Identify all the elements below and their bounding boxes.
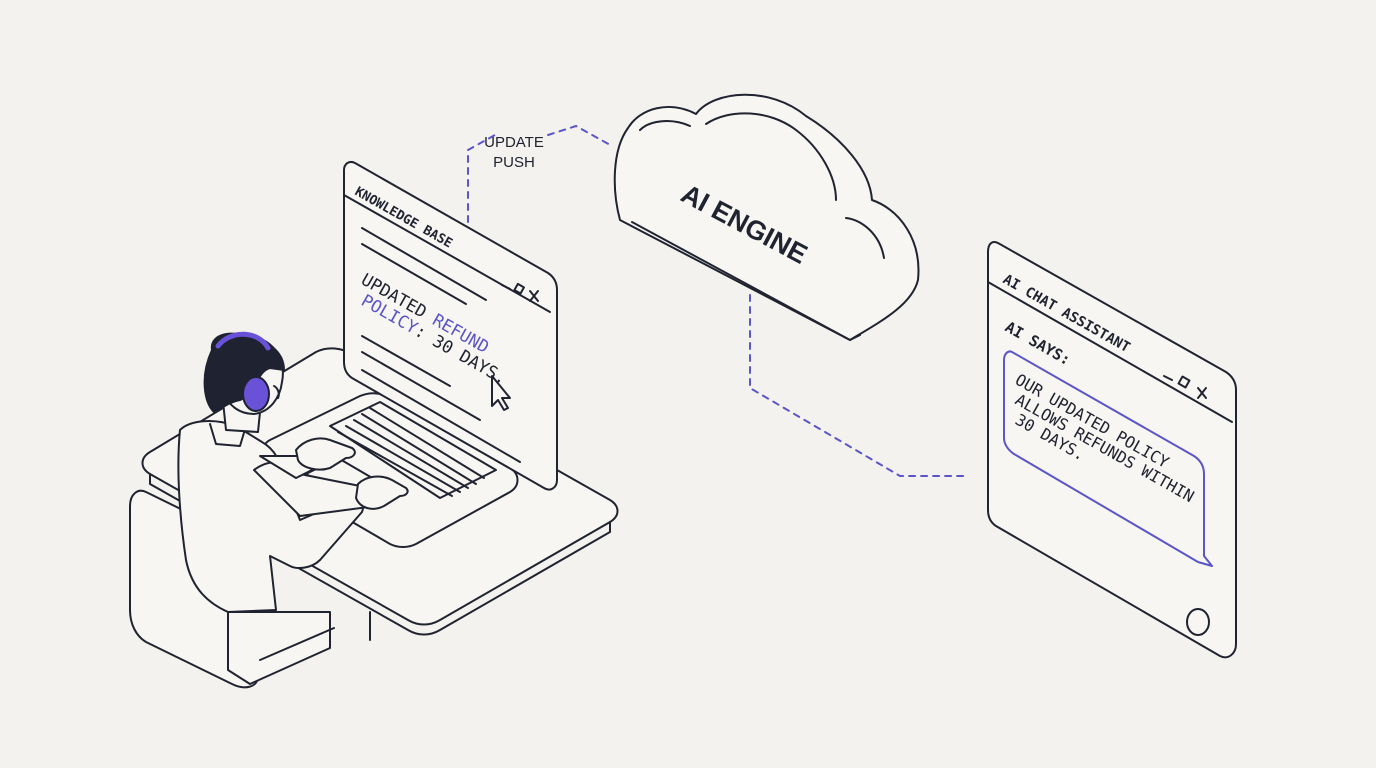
close-icon	[529, 290, 539, 302]
cursor-icon	[491, 375, 511, 411]
chat-window-controls	[1163, 375, 1207, 399]
headphones-icon	[242, 376, 270, 412]
minimize-icon	[1163, 375, 1173, 381]
person	[177, 331, 409, 613]
update-push-label: UPDATE	[484, 134, 544, 151]
minimize-icon	[501, 284, 511, 290]
maximize-icon	[513, 282, 525, 295]
engine-to-chat-connector	[749, 294, 969, 477]
maximize-icon	[1177, 375, 1191, 389]
headset-band	[215, 331, 271, 351]
home-button-icon	[1186, 608, 1210, 636]
close-icon	[1197, 387, 1207, 399]
ai-engine-cloud: AI ENGINE	[613, 93, 920, 341]
update-push-label-line2: PUSH	[493, 154, 535, 171]
window-controls	[501, 282, 539, 302]
chat-bubble	[1003, 350, 1213, 567]
left-hand	[295, 437, 356, 471]
update-push-connector	[467, 124, 613, 223]
ai-chat-assistant-window: AI CHAT ASSISTANT AI SAYS: OUR UPDATED P…	[987, 241, 1237, 659]
right-hand	[355, 475, 409, 510]
